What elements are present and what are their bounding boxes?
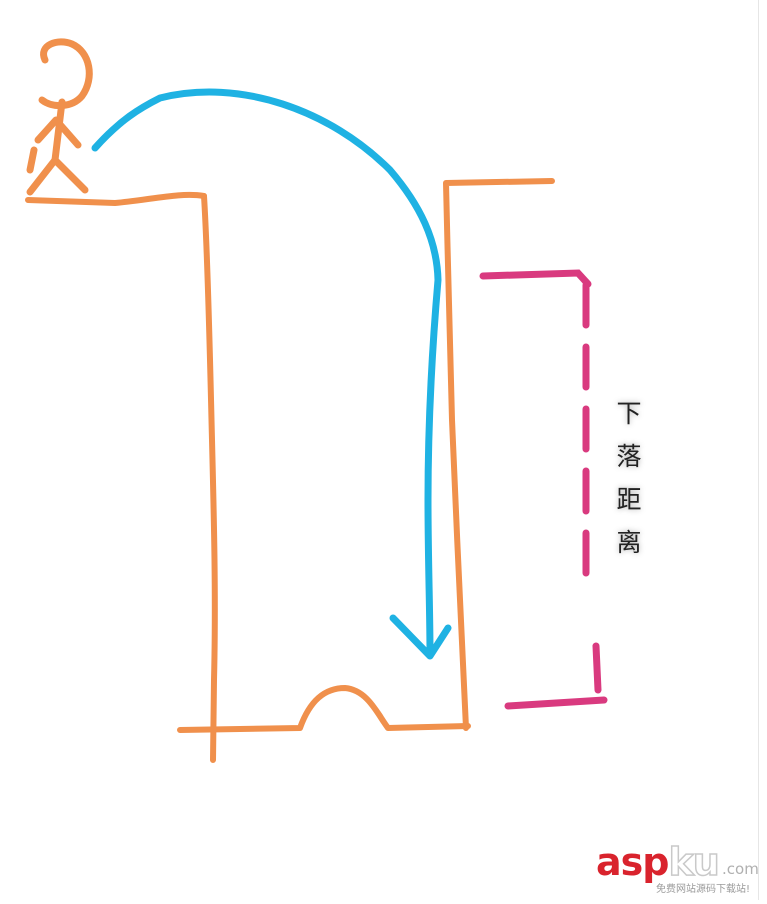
bracket-bottom: [504, 696, 608, 710]
watermark-brand: aspku: [596, 839, 721, 885]
watermark-tld: .com: [722, 860, 759, 878]
aspku-watermark: aspku .com 免费网站源码下载站!: [596, 838, 766, 898]
label-char-2: 落: [616, 442, 642, 471]
bracket-top: [479, 269, 592, 288]
stick-figure-body: [51, 98, 66, 164]
watermark-asp: asp: [596, 840, 669, 884]
fall-trajectory: [91, 88, 452, 660]
trajectory-arc: [91, 88, 442, 659]
stick-figure-legs: [26, 146, 89, 196]
left-cliff-wall: [201, 193, 218, 763]
watermark-ku: ku: [668, 839, 721, 885]
stick-figure-head: [38, 38, 93, 109]
trajectory-arrowhead: [389, 614, 452, 660]
watermark-tagline: 免费网站源码下载站!: [656, 884, 751, 895]
pit-floor: [177, 685, 471, 733]
stick-figure-arms: [34, 116, 82, 149]
left-cliff-top: [25, 191, 207, 206]
label-char-1: 下: [616, 399, 642, 428]
page-edge-divider: [758, 0, 759, 900]
terrain: [25, 178, 555, 763]
right-wall: [443, 178, 555, 731]
bracket-tail: [592, 642, 602, 694]
fall-distance-label: 下 落 距 离: [606, 392, 652, 564]
label-char-3: 距: [616, 485, 642, 514]
fall-distance-bracket: [479, 269, 608, 710]
stick-figure: [26, 38, 93, 196]
label-char-4: 离: [616, 528, 642, 557]
